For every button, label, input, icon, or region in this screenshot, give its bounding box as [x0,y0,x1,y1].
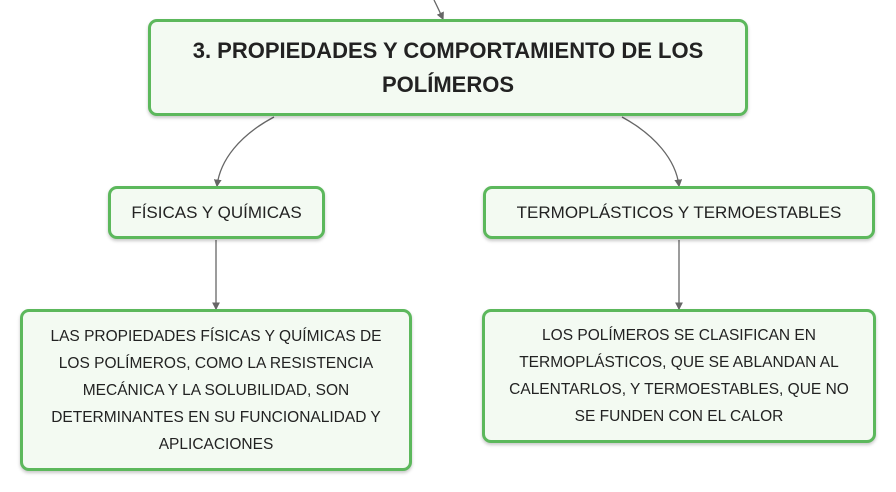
branch-node-termoplasticos[interactable]: TERMOPLÁSTICOS Y TERMOESTABLES [483,186,875,239]
detail-node-fisicas[interactable]: LAS PROPIEDADES FÍSICAS Y QUÍMICAS DE LO… [20,309,412,471]
main-topic-label: 3. PROPIEDADES Y COMPORTAMIENTO DE LOS P… [192,37,704,97]
connector-main-to-termo [621,116,683,188]
branch-node-fisicas[interactable]: FÍSICAS Y QUÍMICAS [108,186,325,239]
main-topic-node[interactable]: 3. PROPIEDADES Y COMPORTAMIENTO DE LOS P… [148,19,748,116]
connector-main-to-fisicas [213,116,275,188]
detail-text-termoplasticos: LOS POLÍMEROS SE CLASIFICAN EN TERMOPLÁS… [509,327,849,425]
branch-label-termoplasticos: TERMOPLÁSTICOS Y TERMOESTABLES [516,202,842,222]
branch-label-fisicas: FÍSICAS Y QUÍMICAS [131,202,302,222]
connector-parent-to-main [433,0,444,21]
detail-text-fisicas: LAS PROPIEDADES FÍSICAS Y QUÍMICAS DE LO… [50,327,382,453]
detail-node-termoplasticos[interactable]: LOS POLÍMEROS SE CLASIFICAN EN TERMOPLÁS… [482,309,876,443]
